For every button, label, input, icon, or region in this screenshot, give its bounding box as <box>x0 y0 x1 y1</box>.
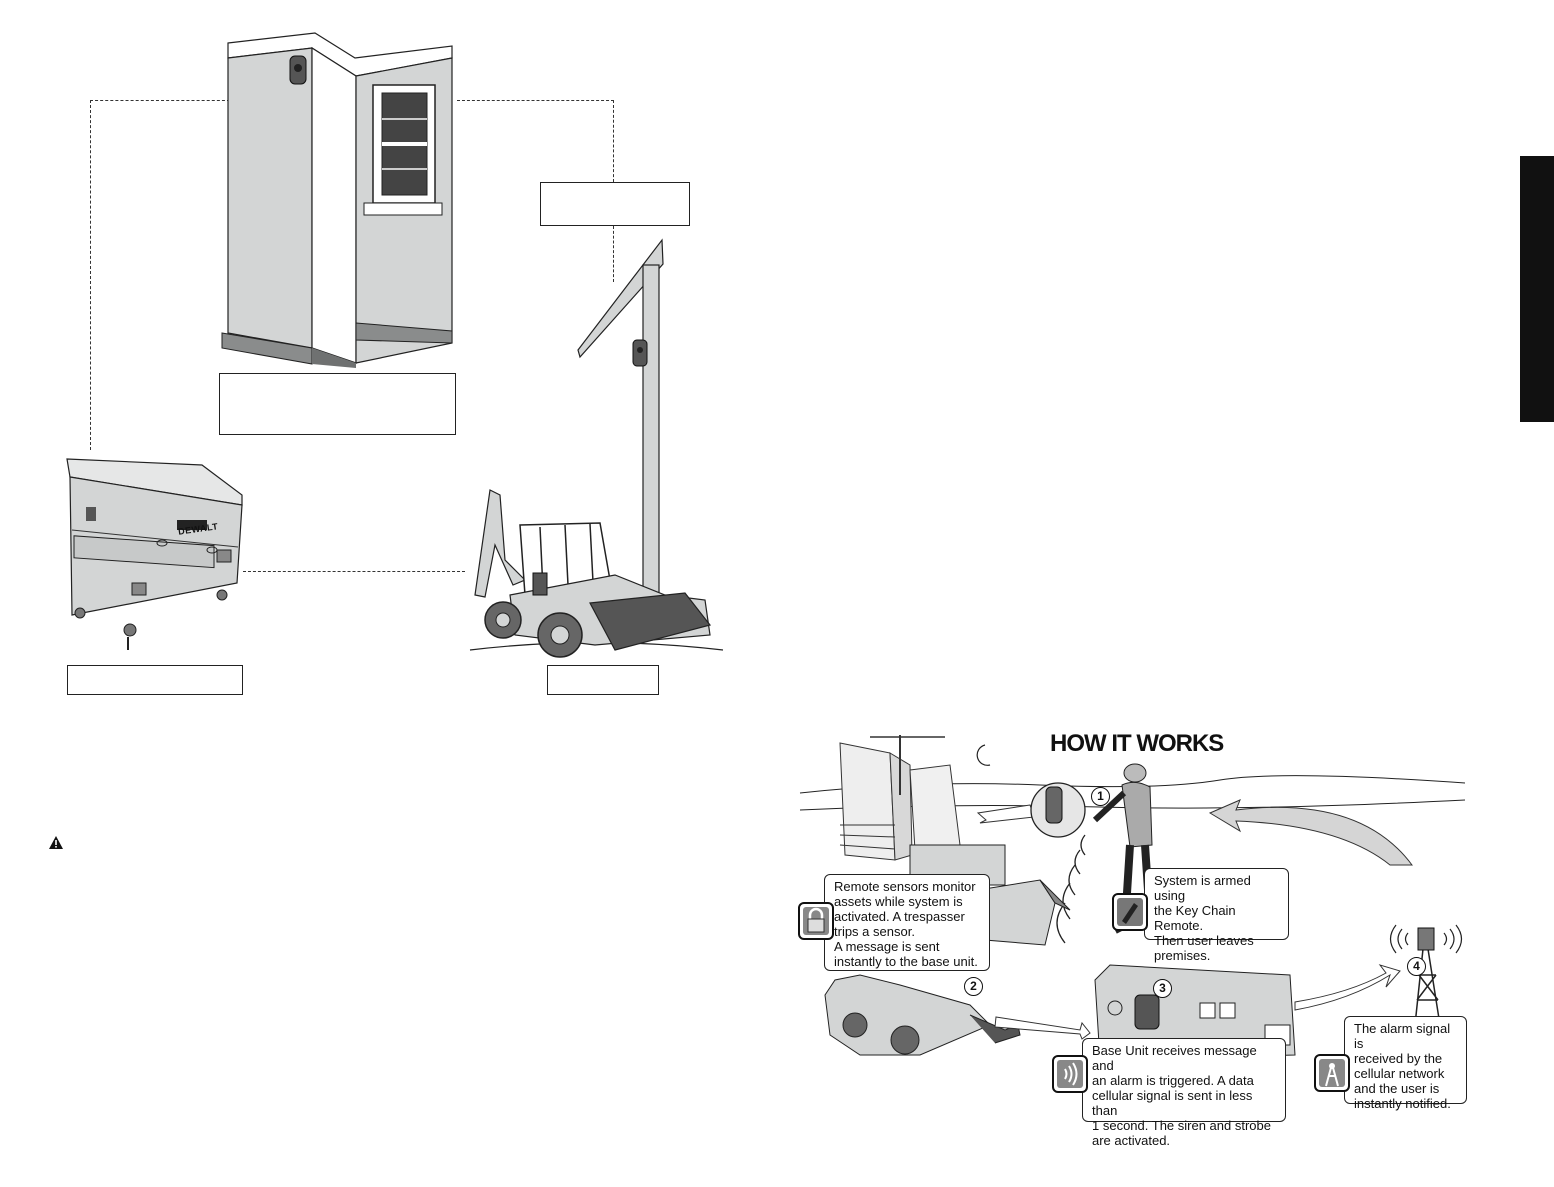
connector-line-left-top <box>90 100 230 101</box>
step-number-4: 4 <box>1407 957 1426 976</box>
backhoe-illustration <box>469 489 724 658</box>
connector-line-bottom <box>243 571 465 572</box>
step-number-1: 1 <box>1091 787 1110 806</box>
connector-line-right-top <box>457 100 614 101</box>
step-caption-1: System is armed using the Key Chain Remo… <box>1144 868 1289 963</box>
step-caption-4: The alarm signal is received by the cell… <box>1344 1016 1467 1111</box>
connector-line-right-vertical-lower <box>613 226 614 282</box>
building-corner-illustration <box>221 32 453 368</box>
job-site-box-illustration <box>66 458 243 650</box>
pole-label-box <box>540 182 690 226</box>
key-chain-remote-icon <box>1112 893 1148 931</box>
padlock-icon <box>798 902 834 940</box>
connector-line-right-vertical <box>613 100 614 182</box>
how-it-works-title: HOW IT WORKS <box>1050 730 1224 757</box>
cell-tower-icon <box>1314 1054 1350 1092</box>
step-number-3: 3 <box>1153 979 1172 998</box>
section-tab <box>1520 156 1554 422</box>
connector-line-left-vertical <box>90 100 91 450</box>
signal-waves-icon <box>1052 1055 1088 1093</box>
job-site-box-label-box <box>67 665 243 695</box>
how-it-works-scene <box>799 735 1466 1061</box>
step-caption-2: Remote sensors monitor assets while syst… <box>824 874 990 971</box>
step-caption-3: Base Unit receives message and an alarm … <box>1082 1038 1286 1148</box>
step-number-2: 2 <box>964 977 983 996</box>
building-label-box <box>219 373 456 435</box>
backhoe-label-box <box>547 665 659 695</box>
warning-icon <box>49 836 63 849</box>
